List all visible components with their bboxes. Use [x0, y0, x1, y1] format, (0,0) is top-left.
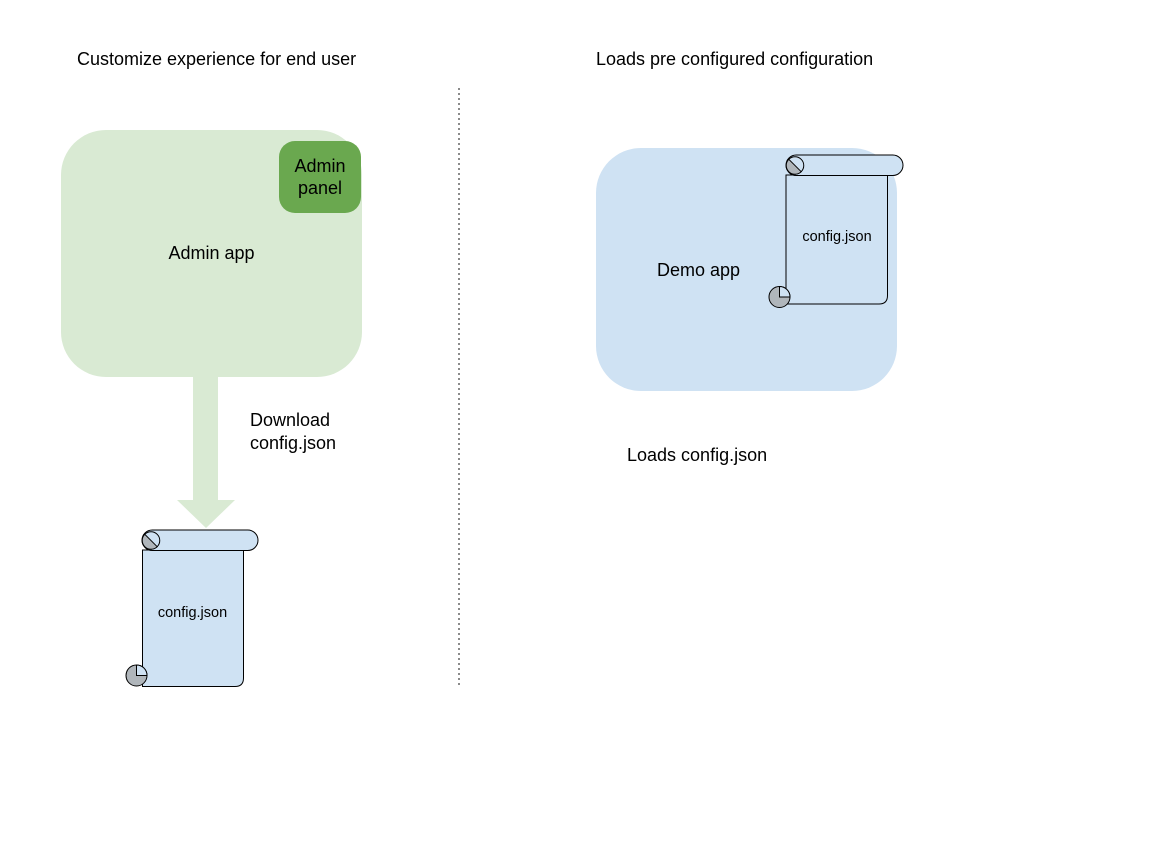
download-arrow-icon: [177, 376, 235, 528]
right-section-title: Loads pre configured configuration: [596, 49, 874, 69]
admin-app-label: Admin app: [168, 243, 255, 263]
scroll-body: [785, 174, 888, 305]
admin-panel-box: Admin panel: [279, 141, 361, 213]
config-json-label-right: config.json: [802, 229, 872, 245]
scroll-spiral-shade: [785, 158, 802, 175]
demo-app-label: Demo app: [657, 260, 741, 280]
admin-panel-label: Admin panel: [294, 156, 346, 198]
scroll-body: [142, 549, 244, 687]
section-divider: [458, 88, 460, 686]
download-arrow-shape: [177, 376, 235, 528]
download-caption: Download config.json: [250, 410, 337, 453]
config-json-scroll-icon: [125, 529, 259, 687]
scroll-bottom-curl-notch: [779, 285, 791, 298]
config-json-scroll-icon: [768, 154, 904, 308]
config-json-label-left: config.json: [157, 605, 228, 621]
loads-config-caption: Loads config.json: [627, 445, 768, 465]
scroll-spiral-shade: [141, 533, 158, 550]
left-section-title: Customize experience for end user: [77, 49, 357, 69]
scroll-bottom-curl-notch: [136, 664, 148, 676]
